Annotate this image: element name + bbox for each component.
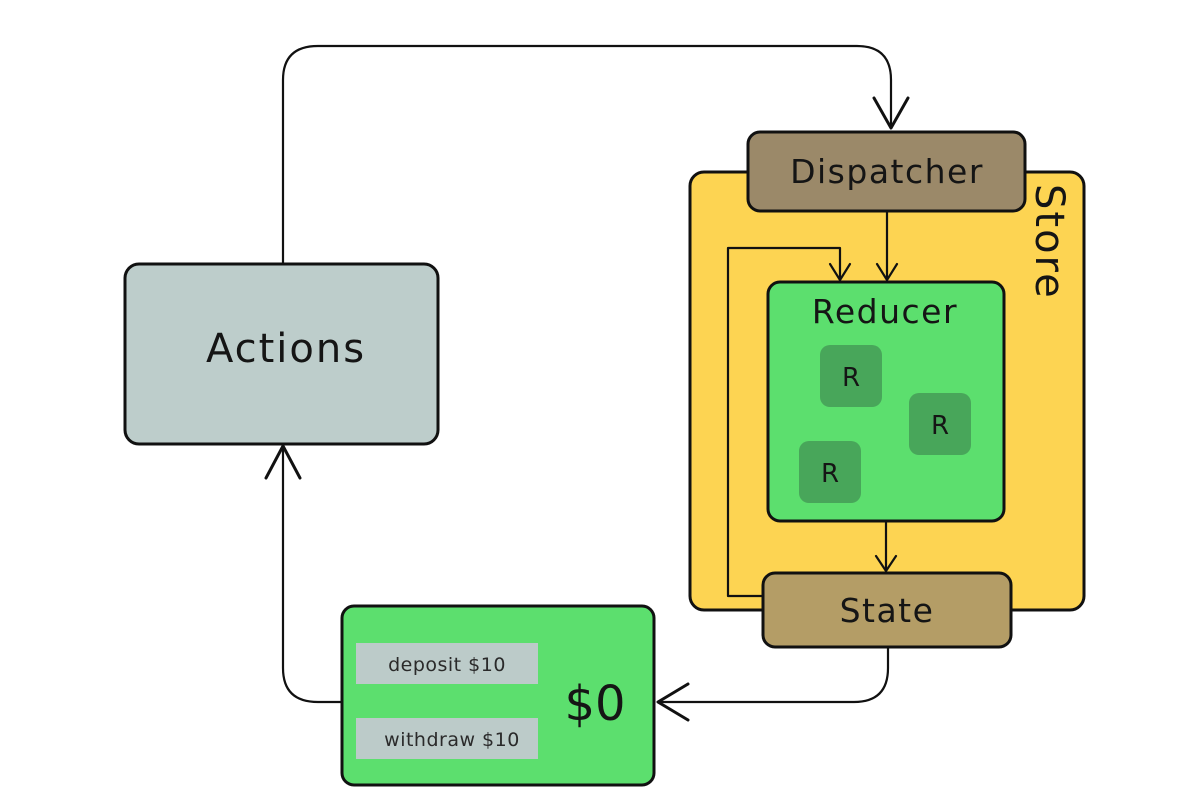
reducer-item xyxy=(799,441,861,503)
actions-box xyxy=(123,262,440,446)
actions-label: Actions xyxy=(206,326,366,372)
balance-amount: $0 xyxy=(564,676,625,732)
state-arrowhead xyxy=(874,554,898,573)
state-box xyxy=(761,571,1013,649)
actions-to-dispatcher-connector xyxy=(281,44,893,266)
state-label: State xyxy=(840,591,935,630)
actions-arrowhead xyxy=(264,444,302,480)
reducer-arrowhead xyxy=(875,262,899,282)
reducer-item-label: R xyxy=(842,363,860,393)
deposit-button-label: deposit $10 xyxy=(388,654,506,676)
dispatcher-box xyxy=(746,130,1027,213)
reducer-item xyxy=(909,393,971,455)
view-to-actions-connector xyxy=(281,444,346,704)
reducer-item-label: R xyxy=(821,459,839,489)
view-arrowhead xyxy=(656,682,690,722)
feedback-arrowhead xyxy=(828,262,852,282)
withdraw-button-label: withdraw $10 xyxy=(384,729,520,751)
reducer-item-label: R xyxy=(931,411,949,441)
dispatcher-label: Dispatcher xyxy=(790,152,984,191)
reducer-label: Reducer xyxy=(812,292,958,331)
reducer-item xyxy=(820,345,882,407)
withdraw-button[interactable] xyxy=(356,718,538,759)
state-feedback-connector xyxy=(726,246,842,598)
store-label: Store xyxy=(1026,184,1072,300)
deposit-button[interactable] xyxy=(356,643,538,684)
dispatcher-arrowhead xyxy=(872,96,910,130)
state-to-view-connector xyxy=(656,645,890,704)
